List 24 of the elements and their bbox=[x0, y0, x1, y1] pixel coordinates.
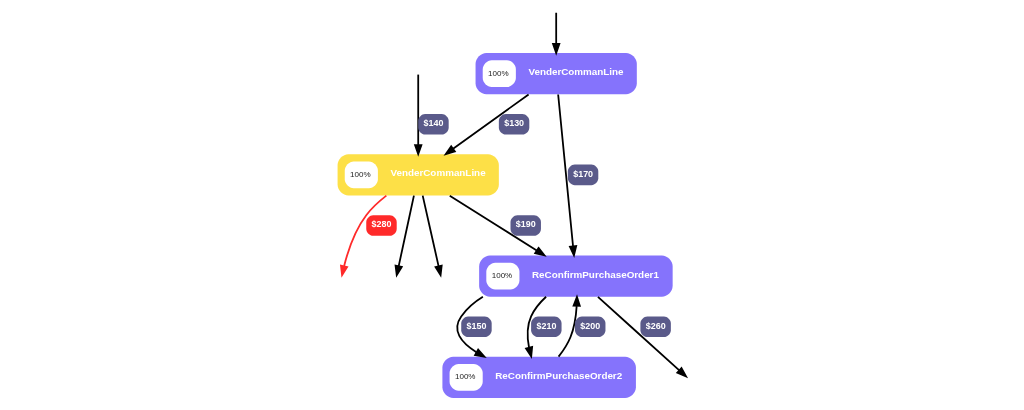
arrow bbox=[524, 295, 547, 360]
edge-label: $140 bbox=[423, 118, 444, 129]
node-box: 100% ReConfirmPurchaseOrder1 bbox=[479, 255, 673, 297]
arrow bbox=[557, 294, 582, 358]
arrow bbox=[339, 194, 388, 278]
edge-label: $130 bbox=[504, 118, 525, 129]
edge-label: $190 bbox=[515, 219, 536, 230]
edge-label: $150 bbox=[466, 320, 487, 331]
edge-label: $200 bbox=[580, 320, 601, 331]
node-box: 100% VenderCommanLine bbox=[475, 53, 637, 95]
arrow bbox=[551, 11, 561, 56]
edge-label: $280 bbox=[371, 219, 392, 230]
arrow bbox=[456, 295, 487, 359]
arrow bbox=[597, 296, 689, 379]
arrow bbox=[413, 73, 423, 157]
edge-label: $210 bbox=[536, 320, 557, 331]
edge-label: $260 bbox=[645, 320, 666, 331]
node-box: 100% VenderCommanLine bbox=[337, 154, 499, 196]
arrow bbox=[557, 93, 578, 258]
edge-label: $170 bbox=[573, 168, 594, 179]
arrow bbox=[394, 194, 415, 278]
arrow bbox=[448, 194, 547, 257]
node-box: 100% ReConfirmPurchaseOrder2 bbox=[442, 356, 636, 398]
arrow bbox=[421, 194, 443, 278]
